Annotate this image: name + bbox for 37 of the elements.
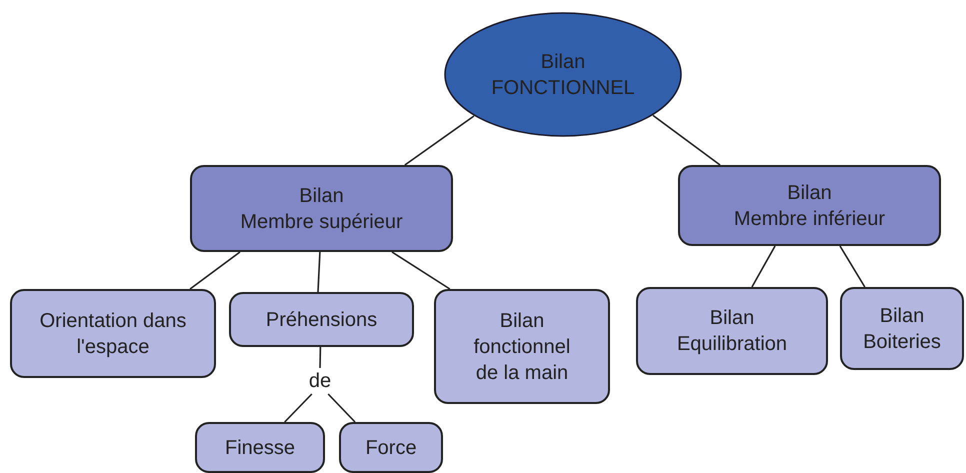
node-label: Finesse: [224, 436, 296, 460]
connector-line: [392, 251, 450, 290]
node-label: Bilan: [710, 306, 754, 331]
connector-line: [319, 346, 322, 368]
connector-line: [751, 246, 776, 288]
node-label: Bilan: [299, 184, 344, 208]
node-label: Préhensions: [266, 308, 378, 332]
node-label: Bilan: [787, 180, 832, 206]
connector-line: [404, 115, 474, 166]
node-label: Bilan: [500, 308, 544, 334]
category-box: [190, 165, 453, 252]
node-label: fonctionnel de la main: [472, 334, 572, 386]
item-box: [636, 287, 828, 375]
category-box: [678, 165, 941, 246]
node-label: Bilan: [880, 304, 924, 328]
node-label: Membre inférieur: [734, 206, 886, 232]
connector-line: [284, 393, 312, 423]
node-label: Membre supérieur: [240, 210, 403, 234]
node-label: Orientation dans l'espace: [38, 308, 188, 360]
node-label: FONCTIONNEL: [491, 76, 635, 100]
item-box: [339, 422, 443, 473]
node-label: Force: [365, 436, 417, 460]
connector-word: de: [308, 369, 332, 394]
ellipse-node: [444, 12, 682, 137]
node-label: Bilan: [540, 50, 586, 74]
node-label: Boiteries: [863, 330, 941, 354]
item-box: [840, 287, 964, 370]
item-box: [195, 422, 325, 473]
item-box: [229, 292, 414, 347]
connector-line: [190, 251, 240, 290]
connector-line: [317, 252, 321, 292]
item-box: [10, 289, 216, 378]
node-label: Equilibration: [676, 332, 788, 357]
connector-line: [839, 246, 866, 288]
connector-line: [328, 393, 356, 423]
connector-line: [652, 114, 721, 166]
item-box: [434, 289, 610, 404]
